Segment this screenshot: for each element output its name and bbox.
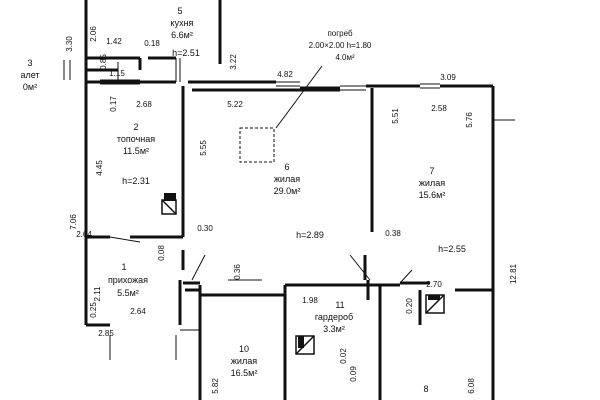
cellar-size: 2.00×2.00 h=1.80: [309, 41, 372, 50]
wall-r6-r7: [363, 88, 374, 280]
dim-5-22: 5.22: [227, 100, 243, 109]
room-5-name: кухня: [171, 18, 194, 28]
room-7-number: 7: [429, 166, 434, 176]
dim-2-06: 2.06: [89, 26, 98, 42]
cellar-area: 4.0м²: [335, 53, 355, 62]
dim-5-55: 5.55: [199, 140, 208, 156]
dim-0-36: 0.36: [233, 264, 242, 280]
room-5-height: h=2.51: [172, 48, 200, 58]
wall-r1-right: [178, 250, 185, 325]
dim-0-17: 0.17: [109, 96, 118, 112]
dim-2-64: 2.64: [76, 230, 92, 239]
room-7-name: жилая: [419, 178, 445, 188]
room-6-height: h=2.89: [296, 230, 324, 240]
room-6-number: 6: [284, 162, 289, 172]
dim-2-68: 2.68: [136, 100, 152, 109]
boiler-icon: [161, 193, 177, 215]
cellar-title: погреб: [327, 29, 353, 38]
room-6-area: 29.0м²: [274, 186, 301, 196]
stove-icon-r7: [425, 294, 445, 314]
cellar-pointer: [275, 65, 323, 129]
details: [63, 58, 515, 360]
room-1-area: 5.5м²: [117, 288, 139, 298]
entrance-lines: [90, 324, 200, 360]
door-swing-r1: [109, 236, 141, 243]
door-swing-r6: [191, 254, 206, 281]
room-8-number: 8: [423, 384, 428, 394]
dim-0-38: 0.38: [385, 229, 401, 238]
room-1-name: прихожая: [108, 275, 148, 285]
room-2-number: 2: [133, 122, 138, 132]
dim-4-45: 4.45: [95, 160, 104, 176]
stove-icon-r11: [295, 335, 315, 355]
dim-0-85: 0.85: [99, 54, 108, 70]
room-labels: 5 кухня 6.6м² h=2.51 3 алет 0м² 2 топочн…: [20, 6, 465, 394]
dim-0-02: 0.02: [339, 348, 348, 364]
dim-0-20: 0.20: [405, 298, 414, 314]
room-7-height: h=2.55: [438, 244, 466, 254]
dim-2-58: 2.58: [431, 104, 447, 113]
dim-7-06: 7.06: [69, 214, 78, 230]
room-3-area: 0м²: [23, 82, 37, 92]
pipe-left: [63, 60, 71, 80]
dim-5-82: 5.82: [211, 378, 220, 394]
walls: [84, 0, 495, 400]
dim-0-25: 0.25: [89, 302, 98, 318]
door-swing-r6b: [349, 254, 371, 281]
room-2-height: h=2.31: [122, 176, 150, 186]
dim-4-82: 4.82: [277, 70, 293, 79]
dim-0-09: 0.09: [349, 366, 358, 382]
dim-0-18: 0.18: [144, 39, 160, 48]
wall-r11-right: [366, 280, 400, 300]
dim-1-42: 1.42: [106, 37, 122, 46]
dim-6-08: 6.08: [467, 378, 476, 394]
dim-2-85: 2.85: [98, 329, 114, 338]
room-3-name: алет: [20, 70, 39, 80]
room-10-name: жилая: [231, 356, 257, 366]
window-kitchen: [175, 58, 181, 82]
kitchen-walls: [84, 0, 222, 70]
dim-2-70: 2.70: [426, 280, 442, 289]
cellar-hatch: [239, 127, 275, 163]
corridor-walls: [183, 281, 382, 400]
dim-3-09: 3.09: [440, 73, 456, 82]
room-11-number: 11: [335, 300, 344, 310]
top-outer-wall: [86, 80, 493, 90]
room-1-number: 1: [121, 262, 126, 272]
room-5-number: 5: [177, 6, 182, 16]
room-10-area: 16.5м²: [231, 368, 258, 378]
dim-2-11: 2.11: [93, 286, 102, 302]
room-5-area: 6.6м²: [171, 30, 193, 40]
dim-0-08: 0.08: [157, 245, 166, 261]
dim-1-15: 1.15: [109, 69, 125, 78]
appliances: [161, 193, 445, 355]
room-10-number: 10: [239, 344, 249, 354]
door-swing-r7: [399, 269, 413, 284]
room-2-area: 11.5м²: [123, 146, 149, 156]
window-top: [276, 81, 440, 91]
room-6-name: жилая: [274, 174, 300, 184]
dim-5-76: 5.76: [465, 112, 474, 128]
room-2-name: топочная: [117, 134, 155, 144]
dim-0-30: 0.30: [197, 224, 213, 233]
dim-2-64b: 2.64: [130, 307, 146, 316]
dim-3-30: 3.30: [65, 36, 74, 52]
dim-5-51: 5.51: [391, 108, 400, 124]
dim-3-22: 3.22: [229, 54, 238, 70]
room-7-area: 15.6м²: [419, 190, 446, 200]
room-3-number: 3: [27, 58, 32, 68]
dimension-labels: 3.30 2.06 1.42 0.18 0.85 1.15 3.22 4.82 …: [65, 26, 518, 394]
room-11-name: гардероб: [315, 312, 353, 322]
room-11-area: 3.3м²: [323, 324, 345, 334]
stair-lines: [100, 62, 140, 85]
wall-r7-bottom: [400, 281, 493, 325]
dim-12-81: 12.81: [509, 263, 518, 284]
dim-1-98: 1.98: [302, 296, 318, 305]
